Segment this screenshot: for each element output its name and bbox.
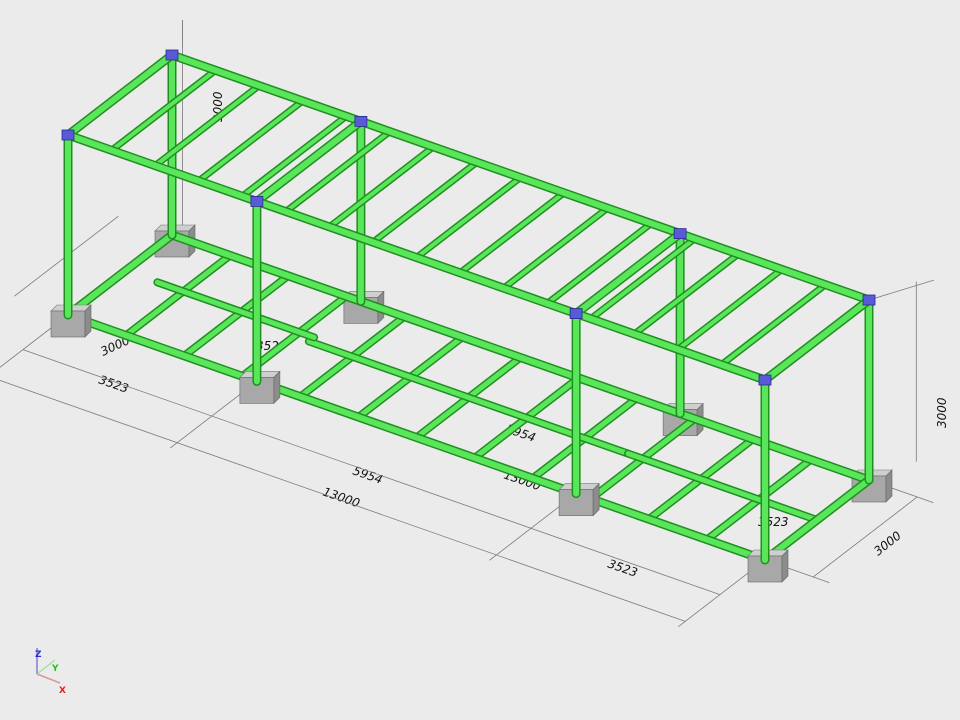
- beam-face: [65, 312, 768, 563]
- concrete-footing: [239, 370, 281, 405]
- top-far-beam: [167, 50, 874, 305]
- beam-face: [240, 114, 349, 199]
- top-cross-beam: [587, 235, 699, 323]
- beam-face: [123, 252, 233, 338]
- top-cross-beam: [325, 143, 437, 231]
- axis-triad: Z Y X: [35, 648, 66, 696]
- beam-face: [169, 52, 872, 303]
- bottom-end-beam: [63, 230, 177, 320]
- bottom-longitudinal-beam: [624, 449, 821, 524]
- beam-face: [169, 232, 872, 483]
- x-axis: [36, 673, 61, 684]
- footing-side: [781, 549, 789, 583]
- steel-frame[interactable]: [50, 49, 893, 583]
- beam-face: [458, 190, 567, 275]
- top-end-beam: [63, 50, 177, 140]
- top-cross-beam: [238, 112, 350, 200]
- dim-width-right: 3000: [871, 528, 904, 558]
- column-joint: [673, 228, 687, 240]
- column-joint: [354, 115, 368, 127]
- dim-total-length: 13000: [321, 485, 362, 511]
- footing-side: [885, 469, 893, 503]
- dim-height-right: 3000: [935, 397, 949, 428]
- top-cross-beam: [195, 97, 307, 185]
- top-end-beam: [252, 116, 366, 206]
- bottom-cross-beam: [122, 251, 235, 340]
- column-joint: [569, 308, 583, 320]
- beam-face: [719, 282, 828, 367]
- beam-face: [762, 477, 872, 563]
- dim-bay-left: 3523: [97, 373, 130, 396]
- top-end-beam: [571, 229, 685, 319]
- x-axis-label: X: [59, 686, 66, 696]
- top-cross-beam: [630, 250, 742, 338]
- y-axis: [36, 659, 56, 675]
- top-end-beam: [760, 295, 874, 385]
- dim-extension-line: [868, 279, 935, 301]
- footing-side: [592, 482, 600, 517]
- beam-face: [370, 160, 479, 245]
- beam-face: [253, 118, 364, 205]
- column-joint: [61, 129, 75, 141]
- top-cross-beam: [108, 66, 220, 154]
- beam-face: [762, 297, 872, 383]
- bottom-longitudinal-beam: [153, 278, 319, 342]
- top-cross-beam: [543, 219, 655, 307]
- top-cross-beam: [456, 189, 568, 277]
- beam-face: [327, 144, 436, 229]
- column-joint: [758, 374, 772, 386]
- beam-face: [65, 52, 175, 138]
- bottom-near-beam: [63, 310, 770, 565]
- beam-face: [545, 221, 654, 306]
- beam-face: [153, 83, 262, 168]
- top-cross-beam: [282, 128, 394, 216]
- top-cross-beam: [717, 281, 829, 369]
- beam-face: [632, 252, 741, 337]
- top-near-beam: [63, 130, 770, 385]
- beam-face: [573, 230, 684, 317]
- top-cross-beam: [674, 265, 786, 353]
- y-axis-label: Y: [51, 664, 59, 674]
- bottom-far-beam: [167, 230, 874, 485]
- dim-line-width-right: [813, 496, 918, 578]
- top-cross-beam: [413, 174, 524, 261]
- top-cross-beam: [500, 204, 612, 292]
- top-cross-beam: [151, 82, 263, 170]
- bottom-end-beam: [760, 475, 874, 565]
- beam-face: [154, 279, 317, 340]
- column-joint: [250, 195, 264, 207]
- top-cross-beam: [369, 158, 481, 246]
- column-joint: [862, 294, 876, 306]
- beam-face: [65, 132, 768, 383]
- beam-face: [414, 175, 523, 260]
- beam-face: [196, 98, 305, 183]
- beam-face: [109, 68, 218, 153]
- beam-face: [588, 236, 697, 321]
- footing-side: [273, 370, 281, 405]
- dim-bay-right: 3523: [606, 557, 639, 580]
- beam-face: [65, 232, 175, 318]
- footing-side: [84, 304, 92, 338]
- dim-line-bays: [22, 349, 721, 596]
- beam-face: [675, 267, 784, 352]
- bottom-cross-beam: [180, 271, 293, 360]
- column-joint: [165, 49, 179, 61]
- z-axis-label: Z: [35, 650, 42, 660]
- beam-face: [501, 206, 610, 291]
- beam-face: [625, 451, 820, 523]
- dim-line-total: [0, 380, 686, 622]
- footing-front: [50, 310, 86, 338]
- beam-face: [283, 129, 392, 214]
- beam-face: [181, 273, 291, 359]
